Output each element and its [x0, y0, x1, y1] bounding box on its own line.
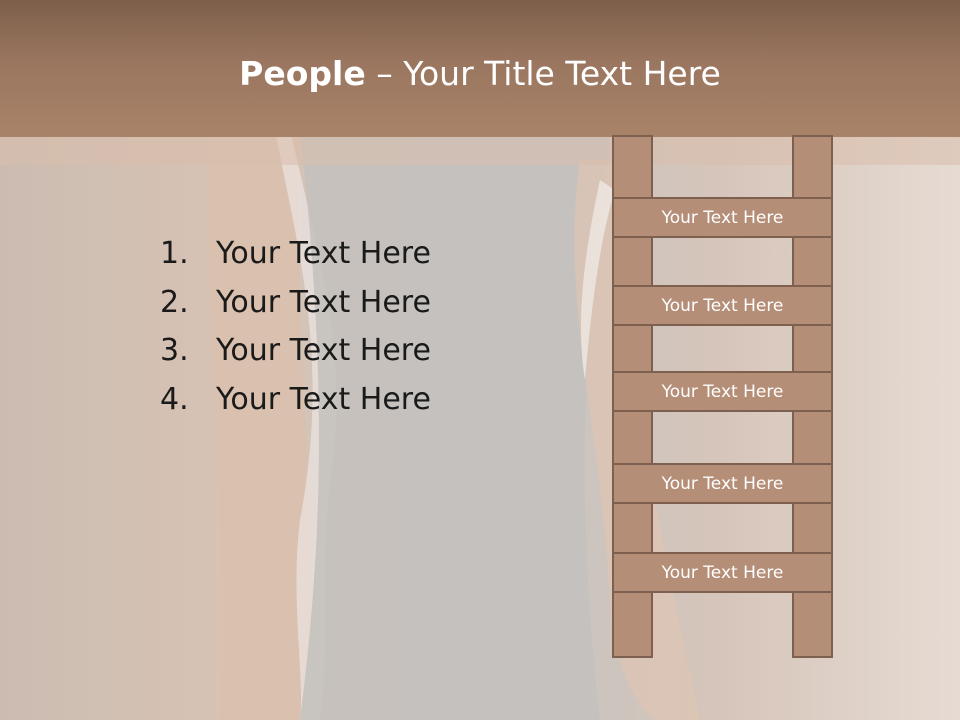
list-text: Your Text Here — [216, 381, 431, 417]
arm-shape — [207, 130, 313, 720]
numbered-list: 1. Your Text Here 2. Your Text Here 3. Your… — [160, 230, 431, 424]
title-rest: – Your Title Text Here — [365, 54, 721, 93]
ladder-step-label: Your Text Here — [661, 207, 784, 228]
list-item: 3. Your Text Here — [160, 327, 431, 376]
title-bar — [0, 0, 960, 137]
list-text: Your Text Here — [216, 333, 431, 368]
list-item: 1. Your Text Here — [160, 230, 431, 279]
ladder-step-label: Your Text Here — [661, 562, 784, 583]
ladder-step-1: Your Text Here — [612, 197, 833, 238]
ladder-step-label: Your Text Here — [661, 295, 784, 316]
ladder-step-3: Your Text Here — [612, 371, 833, 412]
list-text: Your Text Here — [216, 284, 431, 320]
ladder-step-5: Your Text Here — [612, 552, 833, 593]
ladder-step-label: Your Text Here — [661, 381, 784, 402]
list-number: 3. — [160, 333, 189, 368]
list-item: 2. Your Text Here — [160, 279, 431, 328]
slide-title: People – Your Title Text Here — [0, 52, 960, 96]
list-number: 2. — [160, 284, 189, 320]
list-text: Your Text Here — [216, 236, 431, 271]
ladder-step-2: Your Text Here — [612, 285, 833, 326]
dress-shape — [300, 130, 610, 720]
list-number: 1. — [160, 236, 189, 271]
drape-right-shape — [580, 180, 615, 380]
list-number: 4. — [160, 381, 189, 417]
ladder-step-label: Your Text Here — [661, 473, 784, 494]
list-item: 4. Your Text Here — [160, 376, 431, 425]
ladder-step-4: Your Text Here — [612, 463, 833, 504]
title-bold: People — [239, 54, 366, 93]
